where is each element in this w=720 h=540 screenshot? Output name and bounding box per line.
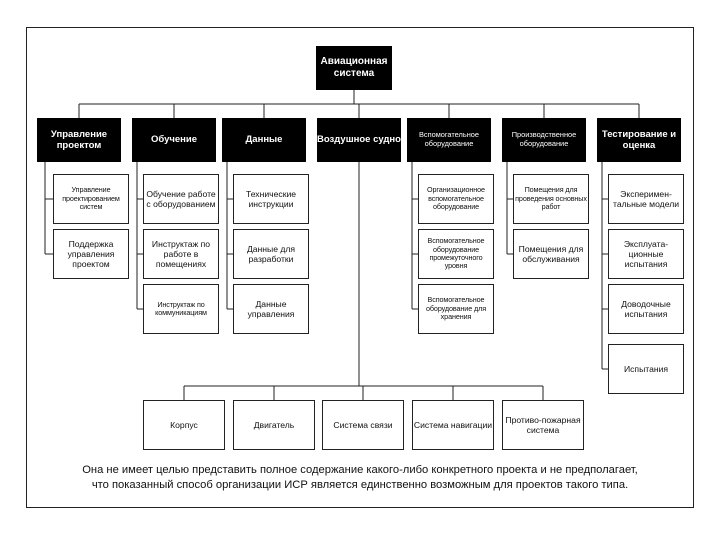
node-5-2: Вспомогательное оборудование промежуточн…	[418, 229, 494, 279]
node-3-2: Данные для разработки	[233, 229, 309, 279]
node-1-1: Управление проектированием систем	[53, 174, 129, 224]
node-7-4: Испытания	[608, 344, 684, 394]
node-4-2: Двигатель	[233, 400, 315, 450]
footnote: Она не имеет целью представить полное со…	[40, 463, 680, 493]
footnote-line-2: что показанный способ организации ИСР яв…	[91, 478, 629, 491]
node-4-4: Система навигации	[412, 400, 494, 450]
node-2-2: Инструктаж по работе в помещениях	[143, 229, 219, 279]
node-3-3: Данные управления	[233, 284, 309, 334]
node-4-1: Корпус	[143, 400, 225, 450]
node-3-1: Технические инструкции	[233, 174, 309, 224]
footnote-line-1: Она не имеет целью представить полное со…	[82, 464, 638, 476]
node-root: Авиационная система	[316, 46, 392, 90]
node-7-2: Эксплуата-ционные испытания	[608, 229, 684, 279]
node-1-2: Поддержка управления проектом	[53, 229, 129, 279]
diagram-frame	[26, 27, 694, 508]
node-2-1: Обучение работе с оборудованием	[143, 174, 219, 224]
node-5-3: Вспомогательное оборудование для хранени…	[418, 284, 494, 334]
node-6-2: Помещения для обслуживания	[513, 229, 589, 279]
node-category-3: Данные	[222, 118, 306, 162]
node-category-7: Тестирование и оценка	[597, 118, 681, 162]
node-4-5: Противо-пожарная система	[502, 400, 584, 450]
node-category-4: Воздушное судно	[317, 118, 401, 162]
node-category-2: Обучение	[132, 118, 216, 162]
node-2-3: Инструктаж по коммуникациям	[143, 284, 219, 334]
node-5-1: Организационное вспомогательное оборудов…	[418, 174, 494, 224]
node-4-3: Система связи	[322, 400, 404, 450]
node-category-1: Управление проектом	[37, 118, 121, 162]
node-7-1: Эксперимен-тальные модели	[608, 174, 684, 224]
node-category-5: Вспомогательное оборудование	[407, 118, 491, 162]
node-category-6: Производственное оборудование	[502, 118, 586, 162]
node-7-3: Доводочные испытания	[608, 284, 684, 334]
node-6-1: Помещения для проведения основных работ	[513, 174, 589, 224]
